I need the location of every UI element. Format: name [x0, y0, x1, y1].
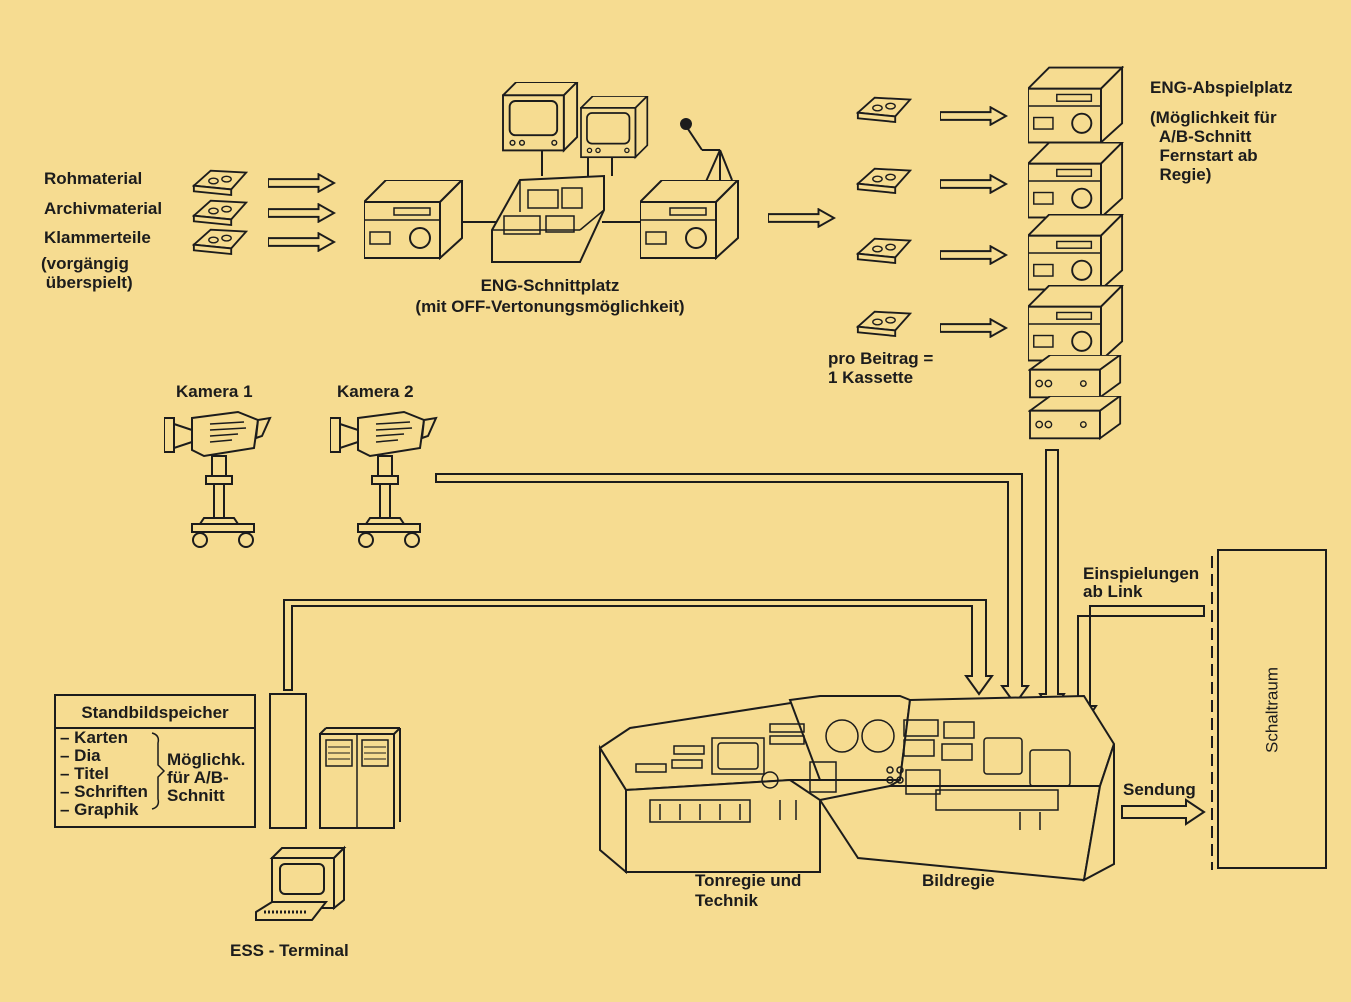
link-feed-label: Einspielungen ab Link — [1083, 564, 1200, 601]
edit-station-equipment — [364, 82, 739, 263]
per-item-note: pro Beitrag = 1 Kassette — [828, 349, 934, 387]
video-control-label: Bildregie — [922, 871, 995, 890]
source-arrows — [268, 173, 336, 252]
edit-station-subtitle: (mit OFF-Vertonungsmöglichkeit) — [415, 297, 685, 316]
playback-station-note: (Möglichkeit für A/B-Schnitt Fernstart a… — [1150, 108, 1277, 184]
edit-station-title: ENG-Schnittplatz — [480, 276, 620, 295]
control-desk — [598, 694, 1116, 882]
still-store-equipment — [54, 693, 401, 829]
source-note: (vorgängig überspielt) — [41, 254, 133, 292]
playback-vtr-stack — [1028, 66, 1124, 440]
playback-station-title: ENG-Abspielplatz — [1150, 78, 1293, 97]
source-cassette-icons — [192, 169, 248, 255]
terminal-label: ESS - Terminal — [230, 941, 349, 960]
source-label-archive: Archivmaterial — [44, 199, 163, 218]
camera-1-label: Kamera 1 — [176, 382, 253, 401]
switch-room-box — [1217, 549, 1327, 869]
camera-icons — [164, 411, 437, 548]
camera-2-label: Kamera 2 — [337, 382, 414, 401]
source-label-clips: Klammerteile — [44, 228, 151, 247]
audio-control-label: Tonregie und Technik — [695, 871, 802, 910]
edit-to-playback-arrow — [768, 208, 836, 228]
output-label: Sendung — [1123, 780, 1196, 799]
ess-terminal-icon — [255, 845, 347, 921]
still-store-items: – Karten – Dia – Titel – Schriften – Gra… — [60, 728, 148, 819]
still-store-note: Möglichk. für A/B- Schnitt — [167, 750, 246, 805]
playback-arrows — [940, 106, 1008, 338]
control-desk-details — [635, 719, 1071, 830]
still-store-title: Standbildspeicher — [81, 703, 229, 722]
switch-room-label: Schaltraum — [1262, 667, 1282, 753]
source-label-raw: Rohmaterial — [44, 169, 143, 188]
playback-cassette-icons — [856, 96, 912, 337]
